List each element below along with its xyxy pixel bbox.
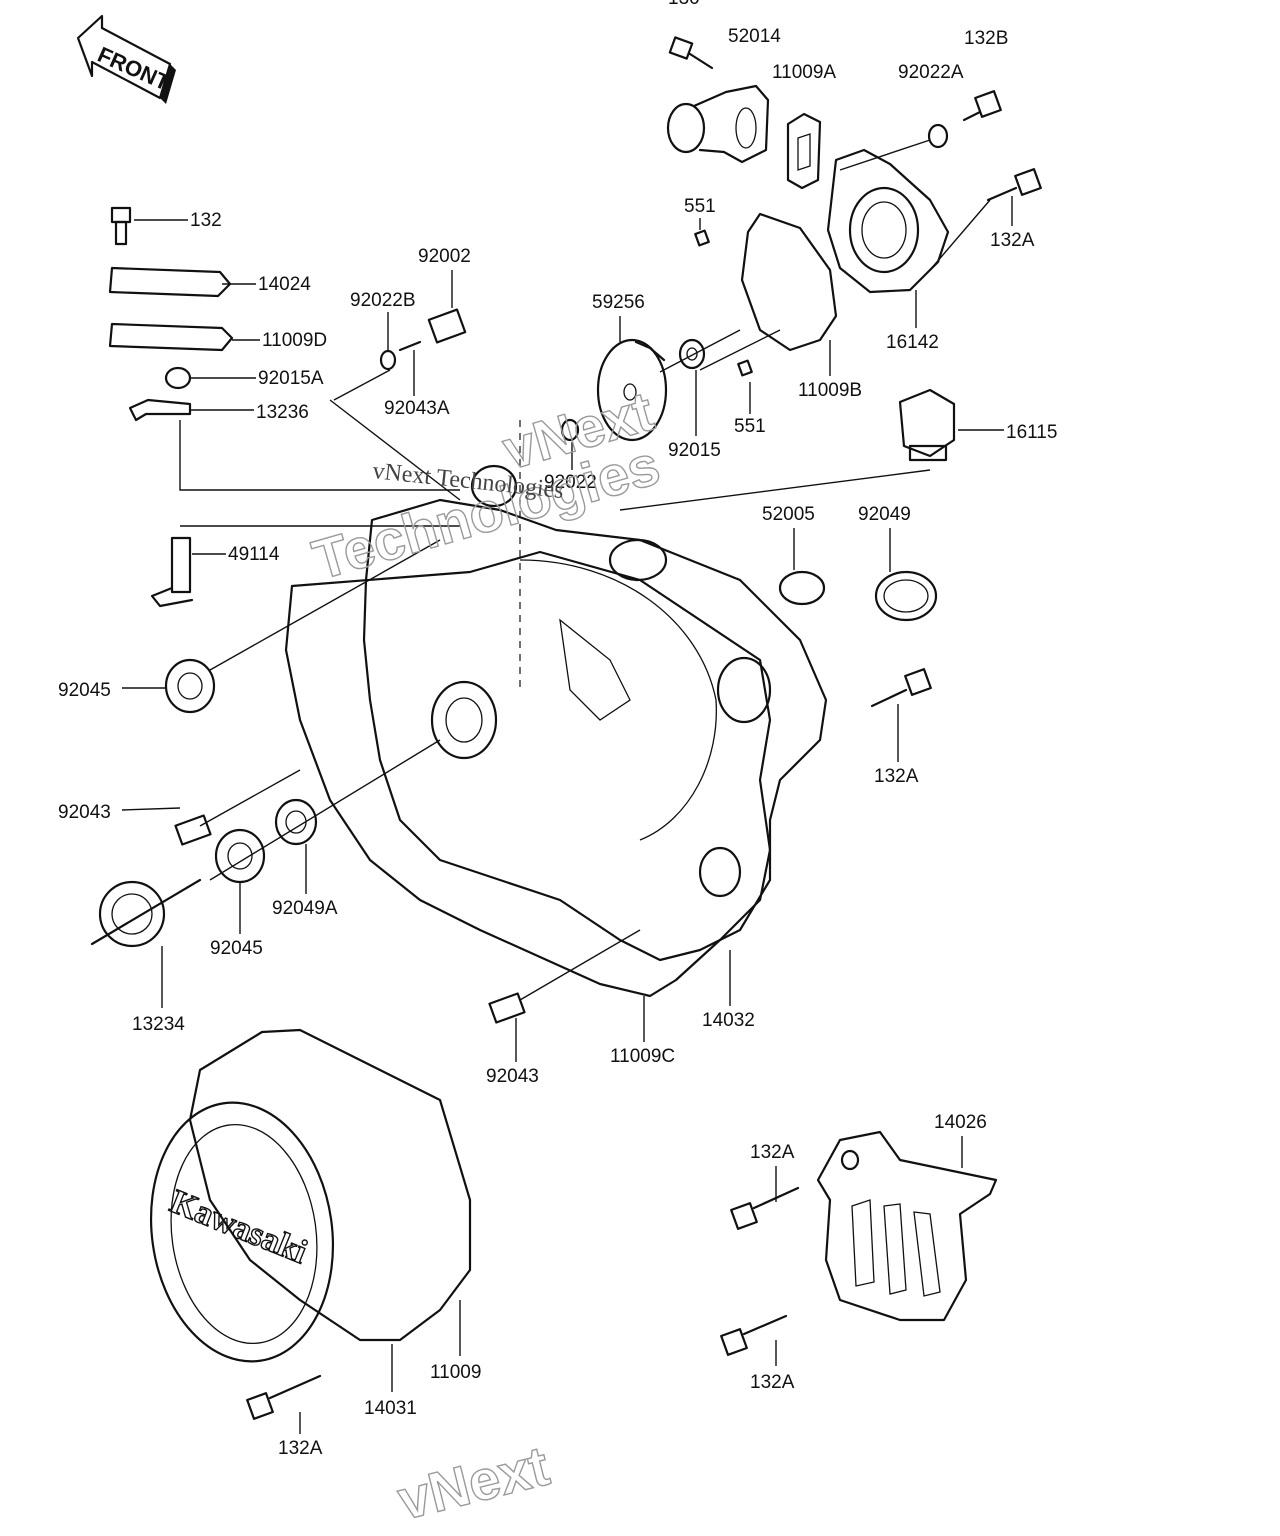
washer-92022a-icon — [927, 123, 949, 149]
label-11009: 11009 — [430, 1362, 481, 1383]
bolt-132a-right-upper-icon — [730, 1186, 800, 1230]
nut-92015-icon — [678, 338, 706, 370]
bolt-132a-lower-left-icon — [246, 1374, 322, 1420]
label-132a-5: 132A — [278, 1438, 323, 1459]
label-132a-1: 132A — [990, 230, 1035, 251]
label-92045-2: 92045 — [210, 938, 263, 959]
collar-92043-lower-icon — [488, 992, 526, 1024]
label-59256: 59256 — [592, 292, 645, 313]
gasket-11009b-icon — [740, 212, 838, 352]
label-132a-3: 132A — [750, 1142, 795, 1163]
label-13234: 13234 — [132, 1014, 185, 1035]
impeller-59256-icon — [596, 338, 668, 442]
label-49114: 49114 — [228, 544, 280, 565]
gasket-11009a-icon — [786, 112, 822, 190]
plug-92002-icon — [398, 308, 467, 352]
seal-92049-icon — [874, 570, 938, 622]
label-11009b: 11009B — [798, 380, 862, 401]
label-14024: 14024 — [258, 274, 311, 295]
label-92022b: 92022B — [350, 290, 416, 311]
generator-cover-14031: Kawasaki — [149, 1028, 472, 1363]
bolt-132a-upper-icon — [986, 168, 1042, 202]
left-small-parts — [108, 206, 467, 608]
pump-housing-16142-icon — [826, 148, 950, 294]
washer-92022b-icon — [379, 349, 397, 371]
collar-92043-upper-icon — [174, 814, 212, 846]
nut-92015a-icon — [164, 366, 192, 390]
part-labels: 130 52014 11009A 92022A 132B 132 14024 1… — [58, 0, 1057, 1459]
gasket-11009c-icon — [284, 550, 772, 998]
cover-14024-icon — [108, 266, 232, 298]
clutch-cover-14032 — [284, 420, 828, 998]
bearing-92049a-icon — [274, 798, 318, 846]
pin-49114-icon — [150, 536, 194, 608]
label-92043a: 92043A — [384, 398, 450, 419]
label-11009d: 11009D — [262, 330, 327, 351]
bolt-132a-mid-icon — [870, 668, 932, 708]
label-132b: 132B — [964, 28, 1008, 49]
label-92002: 92002 — [418, 246, 471, 267]
bolt-130-icon — [668, 36, 714, 70]
label-14026: 14026 — [934, 1112, 987, 1133]
watermark-bottom: vNext — [392, 1434, 555, 1532]
label-14032: 14032 — [702, 1010, 755, 1031]
label-130: 130 — [668, 0, 700, 9]
label-92049: 92049 — [858, 504, 911, 525]
label-16142: 16142 — [886, 332, 939, 353]
collar-52005-icon — [778, 570, 826, 606]
label-132-top: 132 — [190, 210, 222, 231]
label-132a-2: 132A — [874, 766, 919, 787]
label-leaders — [121, 196, 1013, 1434]
label-13236: 13236 — [256, 402, 309, 423]
label-52014: 52014 — [728, 26, 781, 47]
label-551-mid: 551 — [734, 416, 766, 437]
label-92049a: 92049A — [272, 898, 338, 919]
bolt-132-icon — [110, 206, 132, 246]
label-14031: 14031 — [364, 1398, 417, 1419]
oil-filler-cap-16115-icon — [898, 388, 956, 462]
label-11009c: 11009C — [610, 1046, 675, 1067]
label-92015: 92015 — [668, 440, 721, 461]
label-16115: 16115 — [1006, 422, 1057, 443]
bearing-92045-upper-icon — [164, 658, 216, 714]
sprocket-cover-14026 — [816, 1130, 998, 1322]
washer-92022-icon — [560, 418, 580, 442]
bolt-132b-icon — [962, 90, 1002, 122]
water-elbow-icon — [666, 84, 770, 164]
kick-shaft-13234-icon — [90, 878, 202, 948]
label-11009a: 11009A — [772, 62, 836, 83]
label-92022: 92022 — [544, 472, 597, 493]
cover-brand-text: Kawasaki — [165, 1183, 312, 1271]
label-92045-1: 92045 — [58, 680, 111, 701]
label-92043-2: 92043 — [486, 1066, 539, 1087]
label-92015a: 92015A — [258, 368, 324, 389]
dowel-551-upper-icon — [694, 229, 710, 247]
bearing-92045-lower-icon — [214, 828, 266, 884]
label-132a-4: 132A — [750, 1372, 795, 1393]
label-52005: 52005 — [762, 504, 815, 525]
label-92022a: 92022A — [898, 62, 964, 83]
front-arrow-icon: FRONT — [76, 14, 176, 104]
front-badge-text: FRONT — [94, 42, 174, 96]
bolt-132a-right-lower-icon — [720, 1314, 788, 1356]
label-92043-1: 92043 — [58, 802, 111, 823]
gasket-11009d-icon — [108, 322, 234, 352]
dowel-551-lower-icon — [737, 359, 753, 377]
bracket-13236-icon — [128, 398, 192, 422]
pump-cover-group — [560, 36, 1042, 442]
label-551-top: 551 — [684, 196, 716, 217]
